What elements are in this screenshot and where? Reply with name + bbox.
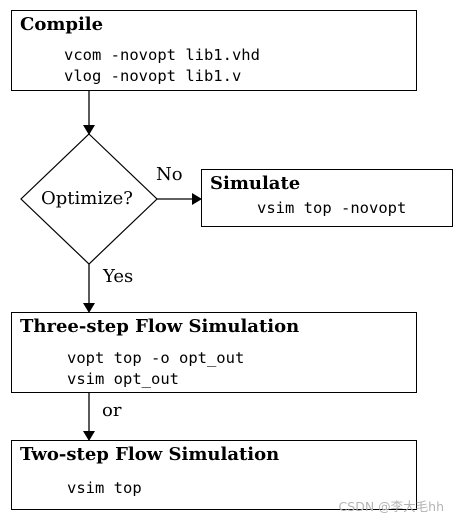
compile-line-1: vcom -novopt lib1.vhd bbox=[64, 46, 260, 64]
simulate-title: Simulate bbox=[210, 173, 301, 194]
two-step-box: Two-step Flow Simulation vsim top bbox=[11, 440, 417, 510]
compile-line-2: vlog -novopt lib1.v bbox=[64, 67, 242, 85]
three-step-title: Three-step Flow Simulation bbox=[20, 316, 300, 337]
yes-label: Yes bbox=[103, 266, 134, 287]
watermark: CSDN @李大毛hh bbox=[338, 499, 444, 514]
no-label: No bbox=[156, 164, 183, 185]
compile-box: Compile vcom -novopt lib1.vhd vlog -novo… bbox=[11, 10, 417, 91]
two-step-line-1: vsim top bbox=[67, 479, 142, 497]
three-step-line-1: vopt top -o opt_out bbox=[67, 349, 245, 367]
three-step-box: Three-step Flow Simulation vopt top -o o… bbox=[11, 312, 417, 393]
or-label: or bbox=[102, 400, 122, 421]
decision-label: Optimize? bbox=[41, 188, 133, 209]
two-step-title: Two-step Flow Simulation bbox=[20, 444, 280, 465]
simulate-line-1: vsim top -novopt bbox=[257, 199, 407, 217]
three-step-line-2: vsim opt_out bbox=[67, 370, 179, 388]
compile-title: Compile bbox=[20, 14, 104, 35]
simulate-box: Simulate vsim top -novopt bbox=[201, 169, 453, 227]
